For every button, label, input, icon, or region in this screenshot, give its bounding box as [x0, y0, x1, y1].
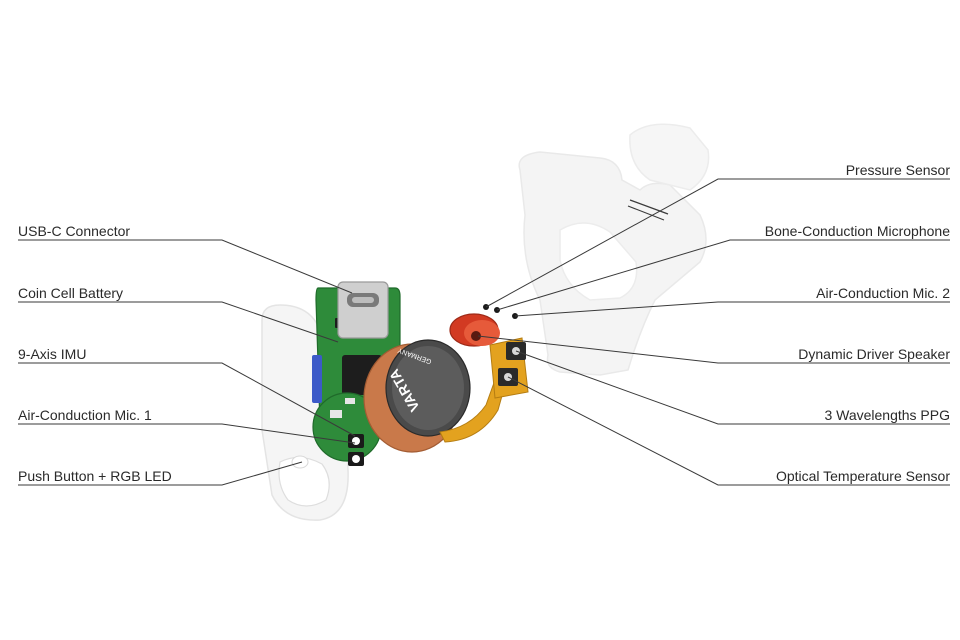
leader-lines-right	[477, 178, 950, 486]
dynamic-driver-speaker-part	[449, 313, 500, 347]
label-air-conduction-mic-2: Air-Conduction Mic. 2	[816, 285, 950, 301]
leader-pressure-sensor	[485, 178, 950, 308]
earbud-outer-housing	[518, 123, 710, 376]
label-pressure-sensor: Pressure Sensor	[845, 162, 950, 178]
leader-speaker	[477, 335, 950, 364]
label-air-conduction-mic-1: Air-Conduction Mic. 1	[18, 407, 152, 423]
leader-lines-left	[18, 239, 356, 486]
leader-temp-sensor	[507, 376, 950, 486]
coin-cell-battery-part: VARTA GERMANY	[363, 339, 471, 453]
leader-ppg	[515, 350, 950, 425]
label-usb-c-connector: USB-C Connector	[18, 223, 131, 239]
label-coin-cell-battery: Coin Cell Battery	[18, 285, 124, 301]
leader-mic-2	[514, 301, 950, 317]
leader-mic-1	[18, 423, 356, 444]
label-3-wavelengths-ppg: 3 Wavelengths PPG	[824, 407, 950, 423]
label-push-button-rgb-led: Push Button + RGB LED	[18, 468, 172, 484]
leader-push-button	[18, 461, 303, 486]
leader-coin-cell	[18, 301, 339, 343]
label-dynamic-driver-speaker: Dynamic Driver Speaker	[798, 346, 950, 362]
leader-bone-conduction	[496, 239, 950, 311]
leader-imu	[18, 362, 356, 437]
usb-c-connector-part	[337, 281, 389, 339]
leader-usb-c	[18, 239, 353, 294]
label-bone-conduction-microphone: Bone-Conduction Microphone	[764, 223, 950, 239]
label-9-axis-imu: 9-Axis IMU	[18, 346, 87, 362]
label-optical-temperature-sensor: Optical Temperature Sensor	[775, 468, 950, 484]
imu-and-mic-components	[348, 434, 364, 466]
